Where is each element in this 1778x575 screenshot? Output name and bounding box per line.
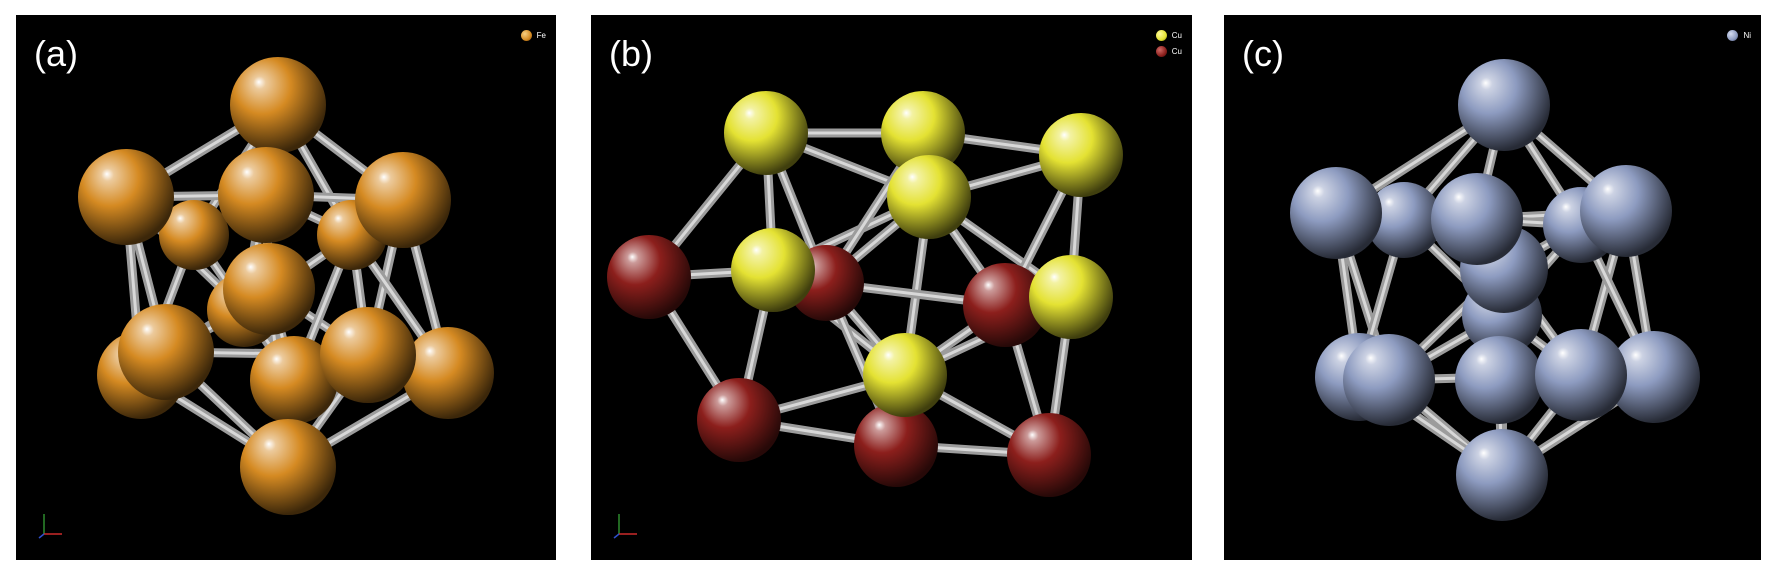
cu-red-legend-swatch [1155, 45, 1167, 57]
atom-sphere [230, 57, 326, 153]
atom-sphere [1029, 255, 1113, 339]
atom-sphere [1343, 334, 1435, 426]
legend-c: Ni [1727, 27, 1751, 43]
atom-sphere [1431, 173, 1523, 265]
atom-sphere [320, 307, 416, 403]
legend-label-cu-1: Cu [1171, 30, 1182, 40]
atom-sphere [607, 235, 691, 319]
atom-sphere [1580, 165, 1672, 257]
atom-sphere [1290, 167, 1382, 259]
legend-label-fe: Fe [536, 30, 546, 40]
axis-triad-icon [38, 514, 62, 539]
atom-sphere [863, 333, 947, 417]
atom-sphere [1039, 113, 1123, 197]
legend-item-fe: Fe [520, 27, 546, 43]
legend-item-cu-red: Cu [1155, 43, 1182, 59]
atom-sphere [1535, 329, 1627, 421]
legend-label-ni: Ni [1743, 30, 1751, 40]
fe-cluster-view [78, 57, 494, 515]
atom-sphere [731, 228, 815, 312]
atom-sphere [218, 147, 314, 243]
atom-sphere [1458, 59, 1550, 151]
atom-sphere [1007, 413, 1091, 497]
panel-label-c: (c) [1242, 33, 1284, 74]
atom-sphere [159, 200, 229, 270]
atom-sphere [355, 152, 451, 248]
legend-b: Cu Cu [1155, 27, 1182, 59]
atoms-layer [78, 57, 494, 515]
atom-sphere [854, 403, 938, 487]
cu-cluster-view [607, 91, 1123, 497]
panel-b-cu-cluster: (b) Cu Cu [591, 15, 1192, 560]
ni-legend-swatch [1727, 29, 1739, 41]
legend-a: Fe [520, 27, 546, 43]
atom-sphere [223, 243, 315, 335]
atom-sphere [887, 155, 971, 239]
cu-yellow-legend-swatch [1155, 29, 1167, 41]
atom-sphere [1455, 336, 1543, 424]
panel-a-fe-cluster: (a) Fe [16, 15, 556, 560]
atom-sphere [1608, 331, 1700, 423]
atom-sphere [724, 91, 808, 175]
atom-sphere [118, 304, 214, 400]
ni-cluster-view [1290, 59, 1700, 521]
atom-sphere [1366, 182, 1442, 258]
panel-c-ni-cluster: (c) Ni [1224, 15, 1761, 560]
panel-label-b: (b) [609, 33, 653, 74]
atom-sphere [402, 327, 494, 419]
atoms-layer [607, 91, 1123, 497]
atom-sphere [697, 378, 781, 462]
atom-sphere [78, 149, 174, 245]
atoms-layer [1290, 59, 1700, 521]
atom-sphere [963, 263, 1047, 347]
atom-sphere [250, 336, 338, 424]
legend-item-ni: Ni [1727, 27, 1751, 43]
axis-triad-icon [613, 514, 637, 539]
atom-sphere [240, 419, 336, 515]
legend-item-cu-yellow: Cu [1155, 27, 1182, 43]
legend-label-cu-2: Cu [1171, 46, 1182, 56]
panel-label-a: (a) [34, 33, 78, 74]
atom-sphere [1456, 429, 1548, 521]
atom-sphere [881, 91, 965, 175]
fe-legend-swatch [520, 29, 532, 41]
